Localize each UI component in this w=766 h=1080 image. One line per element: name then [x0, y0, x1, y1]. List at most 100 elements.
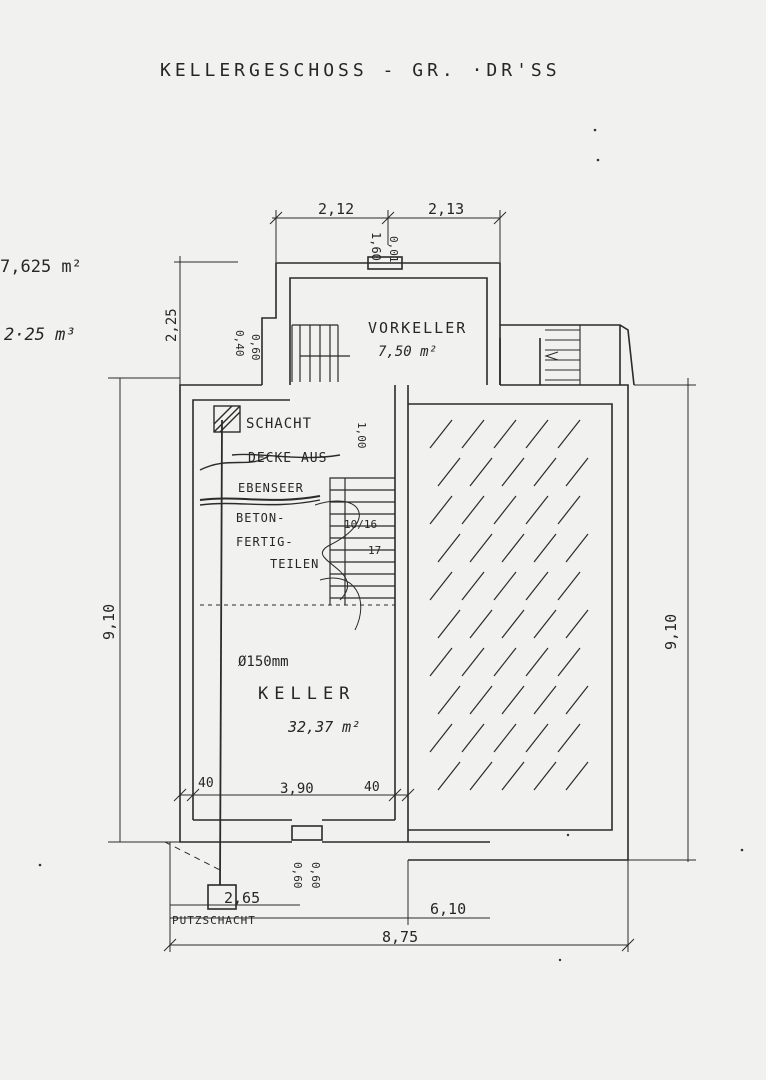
dim-window-top: 1,60: [369, 232, 383, 261]
dim-bottom-window-a: 0,60: [291, 862, 304, 889]
dim-left-vertical-main: 9,10: [100, 604, 118, 640]
hatch-stroke: [493, 571, 517, 601]
label-schacht: SCHACHT: [246, 416, 312, 432]
label-decke-1: DECKE AUS: [248, 451, 327, 466]
hatch-stroke: [533, 761, 557, 791]
hatch-stroke: [557, 419, 581, 449]
hatch-stroke: [461, 571, 485, 601]
hatch-stroke: [429, 723, 453, 753]
hatch-stroke: [469, 533, 493, 563]
keller-inner-wall: [192, 399, 290, 820]
hatch-stroke: [557, 571, 581, 601]
hatch-stroke: [525, 571, 549, 601]
label-decke-3: BETON-: [236, 511, 285, 525]
label-decke-5: TEILEN: [270, 557, 319, 571]
hatch-stroke: [525, 495, 549, 525]
label-pipe: Ø150mm: [238, 654, 289, 670]
paper-specks: [38, 128, 744, 962]
hatch-stroke: [469, 685, 493, 715]
hatch-stroke: [533, 533, 557, 563]
window-bottom: [291, 825, 323, 841]
putzschacht-box: [207, 884, 237, 910]
hatch-stroke: [501, 533, 525, 563]
hatch-stroke: [525, 647, 549, 677]
dim-putz-width: 2,65: [224, 889, 260, 907]
hatch-stroke: [437, 761, 461, 791]
room-vorkeller-area: 7,50 m²: [378, 344, 437, 360]
hatch-stroke: [429, 571, 453, 601]
dim-right-part: 6,10: [430, 900, 466, 918]
hatch-stroke: [437, 533, 461, 563]
hatch-stroke: [565, 533, 589, 563]
hatch-stroke: [469, 457, 493, 487]
hatch-stroke: [461, 495, 485, 525]
dim-window-top-small: 0,01: [387, 236, 400, 263]
keller-outer-wall: [179, 384, 292, 843]
hatch-stroke: [429, 419, 453, 449]
dim-bottom-wall-right: 40: [364, 780, 380, 795]
dim-schacht-opening: 1,00: [355, 422, 368, 449]
hatch-stroke: [437, 457, 461, 487]
dim-right-vertical-main: 9,10: [662, 614, 680, 650]
hatch-stroke: [533, 457, 557, 487]
vorkeller-outer-wall: [261, 262, 501, 385]
hatch-stroke: [437, 685, 461, 715]
keller-stair: [314, 477, 395, 631]
label-decke-4: FERTIG-: [236, 535, 294, 549]
window-top: [367, 256, 403, 270]
left-area-note: 7,625 m²: [0, 257, 82, 277]
label-decke-2: EBENSEER: [238, 481, 304, 495]
hatch-stroke: [493, 495, 517, 525]
hatch-stroke: [525, 723, 549, 753]
label-stair-2: 17: [368, 544, 381, 557]
hatch-stroke: [493, 647, 517, 677]
hatch-stroke: [493, 723, 517, 753]
hatch-stroke: [493, 419, 517, 449]
hatch-stroke: [533, 685, 557, 715]
hatch-stroke: [501, 685, 525, 715]
outside-stair-block: [500, 324, 635, 386]
hatch-stroke: [461, 723, 485, 753]
outside-stair-treads: [544, 325, 581, 385]
hatch-stroke: [461, 419, 485, 449]
hatch-stroke: [525, 419, 549, 449]
dim-bottom-wall-left: 40: [198, 776, 214, 791]
dim-total: 8,75: [382, 928, 418, 946]
right-outer-wall: [408, 384, 629, 861]
hatch-stroke: [429, 495, 453, 525]
hatch-stroke: [565, 457, 589, 487]
hatch-stroke: [429, 647, 453, 677]
room-vorkeller-name: VORKELLER: [368, 319, 467, 337]
hatch-stroke: [557, 495, 581, 525]
dimension-lines: [108, 210, 696, 952]
dim-bottom-inner: 3,90: [280, 781, 314, 797]
dashed-pipe-outside: [164, 841, 221, 871]
right-area-outline: [408, 403, 613, 831]
vorkeller-stair: [291, 324, 350, 382]
room-keller-area: 32,37 m²: [287, 718, 360, 736]
hatch-stroke: [461, 647, 485, 677]
hatch-stroke: [469, 761, 493, 791]
drawing-title: KELLERGESCHOSS - GR. ·DR'SS: [160, 60, 561, 81]
hatch-stroke: [565, 685, 589, 715]
hatched-area: [429, 419, 589, 791]
dim-left-vertical-top: 2,25: [164, 308, 180, 342]
dim-door-opening-a: 0,40: [233, 330, 246, 357]
label-stair-1: 10/16: [344, 518, 377, 531]
hatch-stroke: [469, 609, 493, 639]
hatch-stroke: [565, 761, 589, 791]
hatch-stroke: [437, 609, 461, 639]
dim-top-left: 2,12: [318, 200, 354, 218]
room-keller-name: KELLER: [258, 684, 355, 704]
hatch-stroke: [501, 457, 525, 487]
dim-door-opening-b: 0,60: [249, 334, 262, 361]
dim-top-right: 2,13: [428, 200, 464, 218]
hatch-stroke: [533, 609, 557, 639]
left-volume-note: 2·25 m³: [4, 325, 76, 345]
hatch-stroke: [557, 723, 581, 753]
walls: [179, 256, 635, 910]
label-putzschacht: PUTZSCHACHT: [172, 914, 256, 927]
hatch-stroke: [557, 647, 581, 677]
vorkeller-inner-wall: [289, 277, 488, 385]
